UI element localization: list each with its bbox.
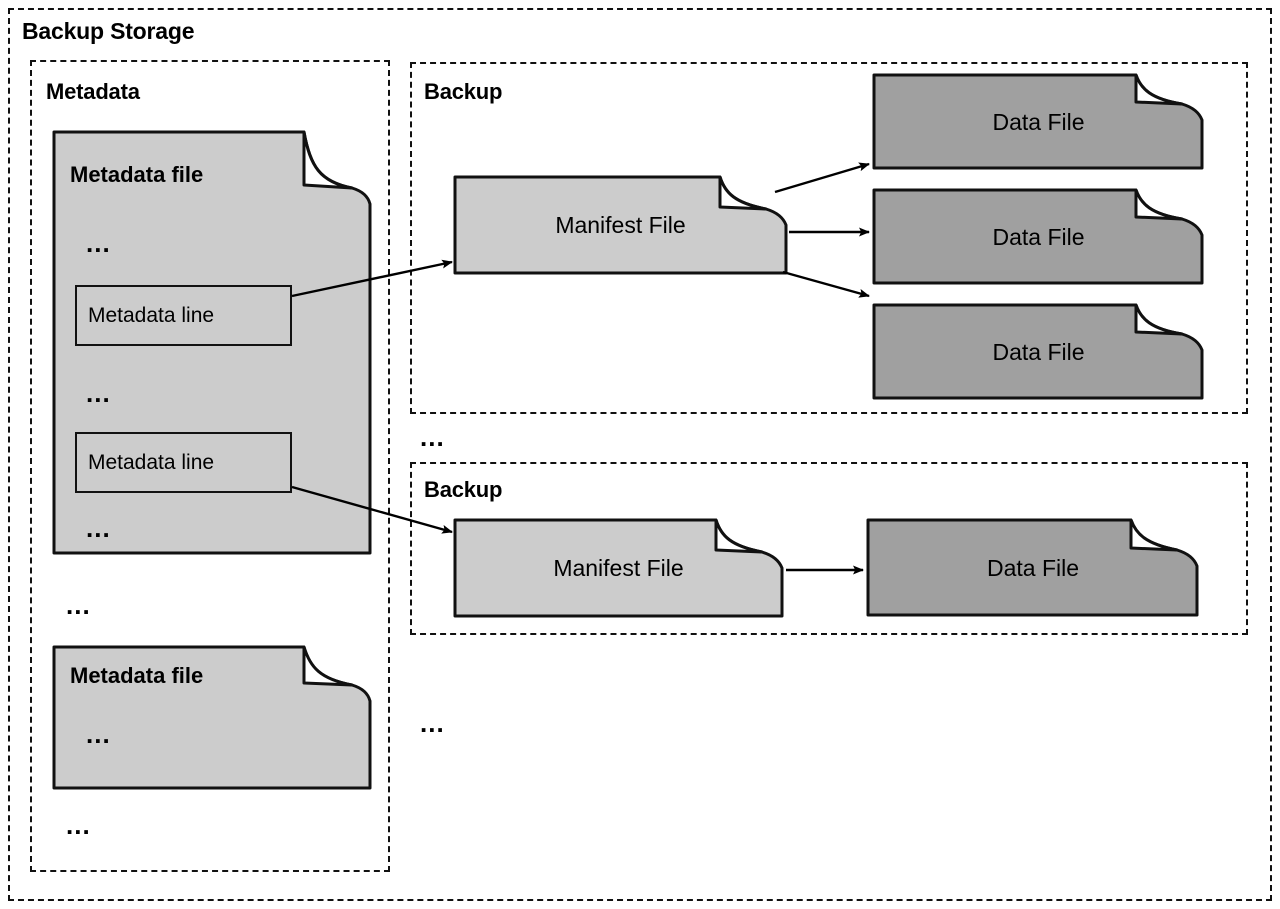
metadata-ellipsis-between-files: ...: [66, 590, 91, 620]
metadata-file-2[interactable]: Metadata file ...: [52, 645, 372, 790]
metadata-file-1-label: Metadata file: [70, 162, 204, 187]
manifest-file-2[interactable]: Manifest File: [453, 518, 784, 618]
data-file-1-3-label: Data File: [992, 339, 1085, 365]
ellipsis-after-backups: ...: [420, 708, 445, 738]
backup-container-1: [410, 62, 1248, 414]
data-file-2-1-shape: [866, 518, 1199, 617]
data-file-2-1-label: Data File: [986, 555, 1080, 581]
ellipsis-between-backups: ...: [420, 422, 445, 452]
data-file-1-2-shape: [872, 188, 1204, 285]
backup-storage-container: [8, 8, 1272, 901]
metadata-container: [30, 60, 390, 872]
metadata-line-2-label: Metadata line: [88, 450, 215, 474]
data-file-2-1[interactable]: Data File: [866, 518, 1200, 617]
metadata-file-2-label: Metadata file: [70, 663, 204, 688]
metadata-file-2-ellipsis: ...: [86, 719, 111, 749]
metadata-file-1-ellipsis-middle: ...: [86, 378, 111, 408]
metadata-line-2[interactable]: Metadata line: [75, 432, 292, 493]
manifest-file-1-shape: [453, 175, 788, 275]
data-file-1-1[interactable]: Data File: [872, 73, 1205, 170]
data-file-1-1-shape: [872, 73, 1204, 170]
metadata-file-1-ellipsis-bottom: ...: [86, 513, 111, 543]
manifest-file-2-shape: [453, 518, 784, 618]
data-file-1-3[interactable]: Data File: [872, 303, 1205, 400]
data-file-1-2[interactable]: Data File: [872, 188, 1205, 285]
manifest-file-1-label: Manifest File: [555, 212, 686, 238]
data-file-1-2-label: Data File: [992, 224, 1085, 250]
metadata-ellipsis-after-files: ...: [66, 810, 91, 840]
backup-container-2: [410, 462, 1248, 635]
manifest-file-2-label: Manifest File: [553, 555, 684, 581]
metadata-file-2-shape: [52, 645, 372, 790]
metadata-line-1[interactable]: Metadata line: [75, 285, 292, 346]
metadata-section-title: Metadata: [46, 79, 140, 104]
data-file-1-1-label: Data File: [992, 109, 1085, 135]
metadata-line-1-label: Metadata line: [88, 303, 215, 327]
backup-2-title: Backup: [424, 477, 503, 502]
backup-1-title: Backup: [424, 79, 503, 104]
metadata-file-1-ellipsis-top: ...: [86, 228, 111, 258]
manifest-file-1[interactable]: Manifest File: [453, 175, 788, 275]
data-file-1-3-shape: [872, 303, 1204, 400]
backup-storage-title: Backup Storage: [22, 18, 195, 44]
